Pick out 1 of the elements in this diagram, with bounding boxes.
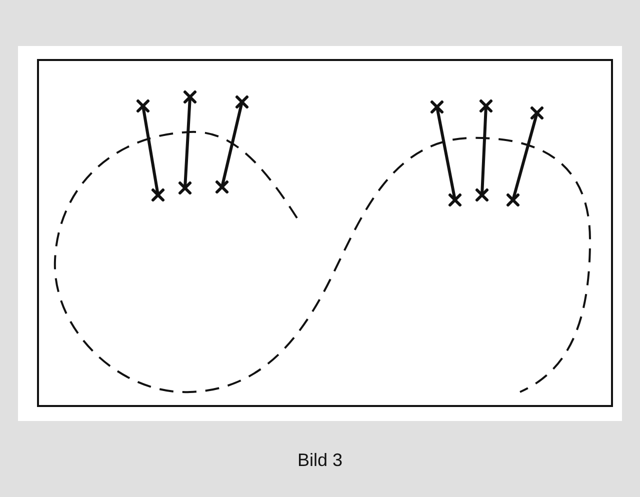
caption: Bild 3 [296,450,344,471]
